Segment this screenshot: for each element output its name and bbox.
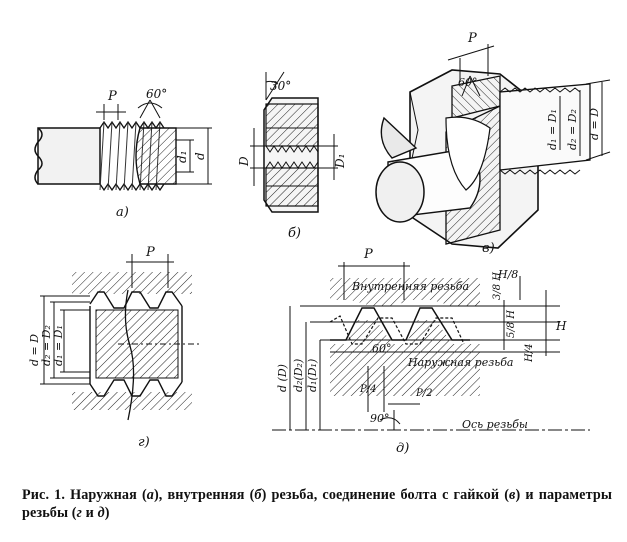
figure-caption: Рис. 1. Наружная (а), внутренняя (б) рез… [22, 486, 612, 522]
label-d-d1D1: d₁(D₁) [306, 359, 319, 392]
label-d-P4: P/4 [359, 384, 376, 395]
label-v-d1D1: d₁ = D₁ [546, 109, 559, 150]
label-d-3H8: 3/8 H [492, 272, 503, 300]
label-a-d: d [193, 152, 207, 160]
label-g-d1D1: d₁ = D₁ [52, 325, 65, 366]
label-v-d2D2: d₂ = D₂ [566, 109, 579, 150]
label-g-pitch: P [145, 245, 155, 260]
label-d-pitch: P [363, 247, 373, 262]
label-d-H4: H/4 [524, 344, 535, 363]
label-d-90: 90° [370, 412, 390, 425]
label-a-angle: 60° [146, 87, 167, 101]
bolt-end [375, 161, 425, 223]
caption-part3: ) резьба, соединение болта с гайкой ( [261, 487, 510, 503]
thread-figure: P 60° d₁ d а) 30° D D₁ б) [28, 31, 611, 456]
label-d-5H8: 5/8 H [506, 310, 517, 338]
label-a-caption: а) [116, 205, 129, 220]
caption-end: ) [104, 505, 110, 521]
label-d-internal: Внутренняя резьба [351, 280, 469, 293]
caption-part2: ), внутренняя ( [153, 487, 255, 503]
label-d-axis: Ось резьбы [462, 418, 528, 431]
label-b-caption: б) [288, 226, 301, 241]
caption-part4: ) и параметры резьбы ( [22, 487, 612, 521]
caption-ref-a: а [146, 487, 154, 503]
label-a-d1: d₁ [175, 151, 189, 164]
label-d-d2D2: d₂(D₂) [292, 359, 305, 392]
break-line [34, 127, 43, 185]
label-d-caption: д) [396, 441, 409, 456]
label-d-P2: P/2 [415, 388, 432, 399]
label-b-angle: 30° [270, 79, 291, 93]
label-b-D: D [237, 156, 251, 167]
label-v-angle: 60° [458, 76, 478, 89]
diagram-b-internal-thread: 30° D D₁ б) [237, 71, 347, 241]
cut-section [135, 127, 177, 185]
label-d-external: Наружная резьба [407, 356, 513, 369]
caption-prefix: Рис. 1. Наружная ( [22, 487, 147, 503]
label-d-H8: H/8 [497, 268, 518, 281]
caption-ref-g: г [76, 505, 82, 521]
diagram-d-profile: P Внутренняя резьба Наружная резьба 60° … [272, 247, 590, 456]
label-v-pitch: P [467, 31, 477, 46]
v-pitch-dim [447, 45, 495, 61]
diagram-a-external-thread: P 60° d₁ d а) [34, 87, 212, 220]
label-a-pitch: P [107, 89, 117, 104]
bolt-shank [499, 83, 591, 171]
label-g-dD: d = D [28, 334, 41, 366]
label-d-H: H [555, 319, 567, 333]
caption-ref-v: в [509, 487, 516, 503]
label-v-dD: d = D [588, 108, 601, 140]
label-v-caption: в) [482, 241, 495, 256]
diagram-v-bolt-nut: P 60° d₁ = D₁ d₂ = D₂ d = D в) [375, 31, 611, 256]
label-d-angle: 60° [372, 342, 392, 355]
diagram-g-parameters: P d = D d₂ = D₂ d₁ = D₁ г) [28, 245, 200, 450]
rod-shank [37, 127, 101, 185]
caption-and: и [81, 505, 98, 521]
label-g-caption: г) [138, 435, 150, 450]
caption-ref-b: б [254, 487, 262, 503]
label-b-D1: D₁ [333, 154, 347, 169]
caption-ref-d: д [97, 505, 105, 521]
label-d-dD: d (D) [276, 364, 289, 392]
label-g-d2D2: d₂ = D₂ [40, 325, 53, 366]
